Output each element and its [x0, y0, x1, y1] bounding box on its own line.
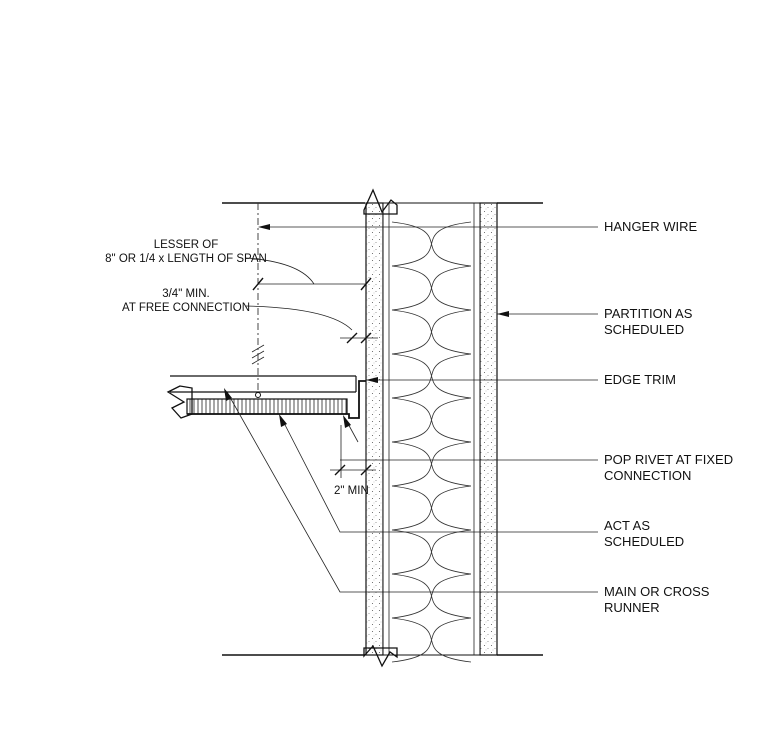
- callout-act-line2: SCHEDULED: [604, 534, 684, 549]
- callout-runner-line1: MAIN OR CROSS: [604, 584, 710, 599]
- insulation-batt-lens: [391, 485, 472, 531]
- insulation-batts: [391, 221, 472, 663]
- lesser-of-note-line2: 8" OR 1/4 x LENGTH OF SPAN: [105, 253, 267, 265]
- insulation-batt-lens: [391, 529, 472, 575]
- callout-act-line1: ACT AS: [604, 518, 650, 533]
- top-break-symbol: [363, 188, 398, 215]
- insulation-batt-lens: [391, 309, 472, 355]
- right-gypsum-board: [479, 202, 498, 656]
- bottom-break-symbol: [363, 644, 398, 668]
- callout-pop-rivet-line1: POP RIVET AT FIXED: [604, 452, 733, 467]
- insulation-batt-lens: [391, 265, 472, 311]
- insulation-batt-lens: [391, 573, 472, 619]
- partition-wall: [363, 188, 498, 668]
- edge-trim-angle: [187, 380, 366, 419]
- free-connection-note-line1: 3/4" MIN.: [162, 288, 210, 300]
- ceiling-assembly: [166, 203, 366, 419]
- callout-partition-line1: PARTITION AS: [604, 306, 693, 321]
- callout-runner-line2: RUNNER: [604, 600, 660, 615]
- insulation-batt-lens: [391, 441, 472, 487]
- ceiling-break-symbol: [166, 385, 193, 419]
- callout-partition-line2: SCHEDULED: [604, 322, 684, 337]
- left-gypsum-board: [365, 202, 384, 656]
- callout-pop-rivet-line2: CONNECTION: [604, 468, 691, 483]
- dimension-lines: [252, 277, 378, 478]
- insulation-batt-lens: [391, 617, 472, 663]
- callout-edge-trim: EDGE TRIM: [604, 372, 676, 387]
- insulation-cavity: [382, 202, 481, 656]
- insulation-batt-lens: [391, 397, 472, 443]
- leader-lines: [224, 224, 598, 593]
- lesser-of-note-line1: LESSER OF: [154, 239, 219, 251]
- two-min-note: 2" MIN: [334, 485, 369, 497]
- insulation-batt-lens: [391, 221, 472, 267]
- hanger-wire-twist: [251, 344, 265, 365]
- act-tile: [186, 398, 348, 415]
- hanger-wire-clip: [255, 392, 261, 398]
- insulation-batt-lens: [391, 353, 472, 399]
- free-connection-note-line2: AT FREE CONNECTION: [122, 302, 250, 314]
- callout-hanger-wire: HANGER WIRE: [604, 219, 698, 234]
